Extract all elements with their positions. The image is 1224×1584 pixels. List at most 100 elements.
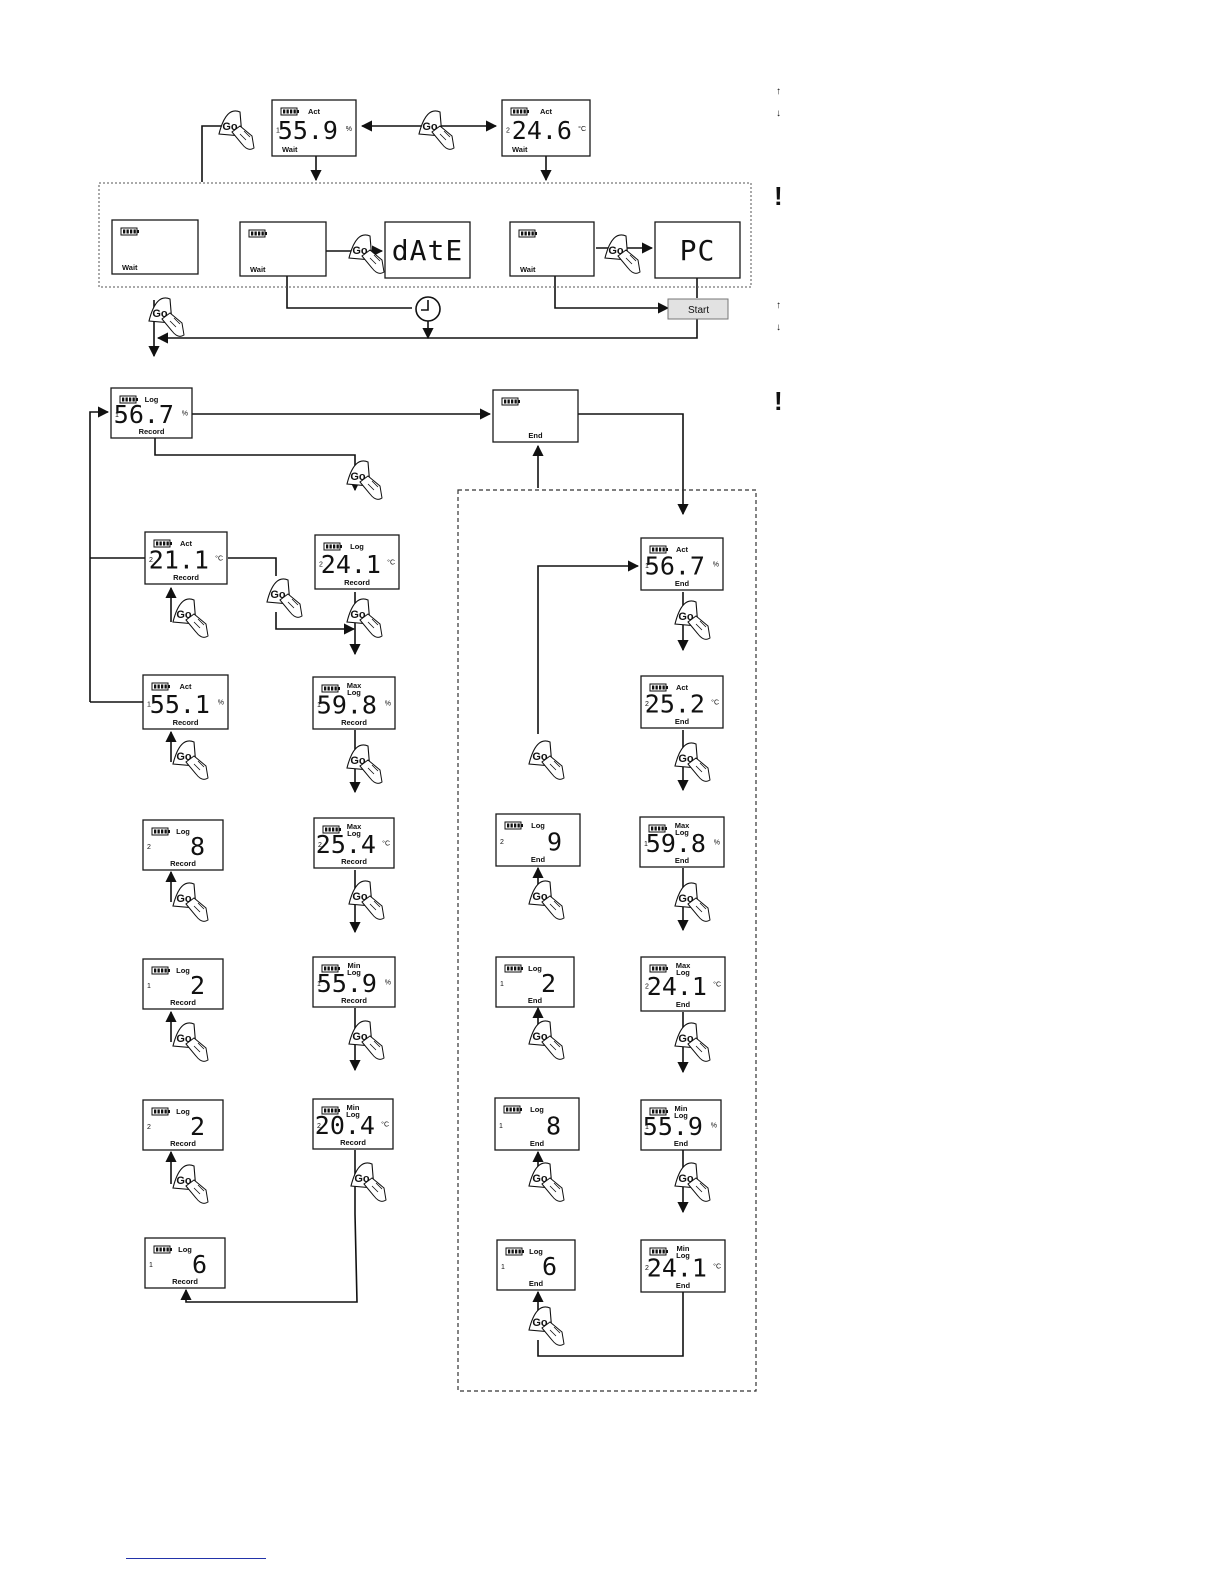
lcd-value: 55.1 xyxy=(150,690,210,719)
lcd-unit: % xyxy=(182,411,188,418)
go-button[interactable]: Go xyxy=(348,234,385,274)
clock-icon xyxy=(415,296,441,322)
go-button[interactable]: Go xyxy=(528,740,565,780)
go-button[interactable]: Go xyxy=(528,1020,565,1060)
lcd-unit: °C xyxy=(387,559,395,567)
lcd-end-main: End xyxy=(492,389,579,443)
lcd-mode: Log xyxy=(531,821,545,830)
lcd-mode: Log xyxy=(350,542,364,551)
go-button[interactable]: Go xyxy=(604,234,641,274)
lcd-channel: 2 xyxy=(645,701,649,708)
go-button[interactable]: Go xyxy=(348,880,385,920)
lcd-channel: 2 xyxy=(645,983,649,990)
hand-pointer-icon xyxy=(185,613,209,638)
go-button[interactable]: Go xyxy=(674,1162,711,1202)
lcd-status: Record xyxy=(172,1277,198,1286)
lcd-channel: 1 xyxy=(276,127,280,134)
lcd-mode: Act xyxy=(180,539,193,548)
lcd-mode: Act xyxy=(540,107,553,116)
battery-icon xyxy=(503,1105,522,1114)
go-button[interactable]: Go xyxy=(346,460,383,500)
lcd-channel: 1 xyxy=(500,981,504,988)
lcd-channel: 2 xyxy=(319,561,323,568)
footer-link-underline[interactable] xyxy=(126,1552,266,1559)
flow-arrow xyxy=(554,276,670,314)
go-button[interactable]: Go xyxy=(674,1022,711,1062)
go-button[interactable]: Go xyxy=(218,110,255,150)
flow-arrow xyxy=(286,276,412,309)
go-button[interactable]: Go xyxy=(172,882,209,922)
battery-icon xyxy=(248,229,267,238)
go-button[interactable]: Go xyxy=(674,742,711,782)
lcd-mode: Log xyxy=(347,688,361,697)
go-button[interactable]: Go xyxy=(346,744,383,784)
hand-pointer-icon xyxy=(359,475,383,500)
lcd-value: 20.4 xyxy=(315,1111,375,1140)
go-button[interactable]: Go xyxy=(528,1162,565,1202)
battery-icon xyxy=(505,1247,524,1256)
lcd-status: End xyxy=(676,1000,691,1009)
lcd-channel: 1 xyxy=(317,981,321,988)
hand-pointer-icon xyxy=(687,897,711,922)
battery-icon xyxy=(119,395,138,404)
go-button[interactable]: Go xyxy=(348,1020,385,1060)
go-button[interactable]: Go xyxy=(148,297,185,337)
hand-pointer-icon xyxy=(617,249,641,274)
lcd-value: 6 xyxy=(542,1252,557,1281)
lcd-wait-a: Wait xyxy=(111,219,199,275)
lcd-value: 21.1 xyxy=(149,545,209,574)
go-button[interactable]: Go xyxy=(350,1162,387,1202)
lcd-status: Wait xyxy=(250,265,266,274)
lcd-status: Wait xyxy=(520,265,536,274)
arrow-icon: ↑ xyxy=(776,300,781,311)
go-button[interactable]: Go xyxy=(172,1164,209,1204)
lcd-status: End xyxy=(675,856,690,865)
lcd-channel: 2 xyxy=(500,839,504,846)
start-button[interactable]: Start xyxy=(667,298,729,320)
lcd-channel: 1 xyxy=(501,1264,505,1271)
lcd-status: End xyxy=(531,855,546,864)
battery-icon xyxy=(504,821,523,830)
lcd-channel: 1 xyxy=(645,563,649,570)
side-markers: ↑↓!↑↓! xyxy=(774,86,783,416)
go-button[interactable]: Go xyxy=(346,598,383,638)
go-button[interactable]: Go xyxy=(674,882,711,922)
lcd-status: Record xyxy=(139,427,165,436)
hand-pointer-icon xyxy=(541,1321,565,1346)
lcd-value: 24.6 xyxy=(512,116,572,145)
go-button[interactable]: Go xyxy=(674,600,711,640)
lcd-mode: Log xyxy=(145,395,159,404)
lcd-mode: Log xyxy=(176,1107,190,1116)
battery-icon xyxy=(151,966,170,975)
go-button[interactable]: Go xyxy=(528,880,565,920)
lcd-mode: Log xyxy=(676,968,690,977)
go-button[interactable]: Go xyxy=(418,110,455,150)
battery-icon xyxy=(321,1106,340,1115)
hand-pointer-icon xyxy=(687,615,711,640)
lcd-status: Record xyxy=(170,859,196,868)
battery-icon xyxy=(151,827,170,836)
go-button[interactable]: Go xyxy=(172,598,209,638)
arrow-icon: ↓ xyxy=(776,322,781,333)
battery-icon xyxy=(151,1107,170,1116)
go-button[interactable]: Go xyxy=(528,1306,565,1346)
go-button[interactable]: Go xyxy=(266,578,303,618)
go-button[interactable]: Go xyxy=(172,740,209,780)
lcd-status: End xyxy=(675,717,690,726)
lcd-channel: 2 xyxy=(149,557,153,564)
go-button[interactable]: Go xyxy=(172,1022,209,1062)
lcd-unit: % xyxy=(218,700,224,707)
battery-icon xyxy=(649,545,668,554)
lcd-wait-c: Wait xyxy=(509,221,595,277)
battery-icon xyxy=(510,107,529,116)
lcd-channel: 2 xyxy=(147,844,151,851)
